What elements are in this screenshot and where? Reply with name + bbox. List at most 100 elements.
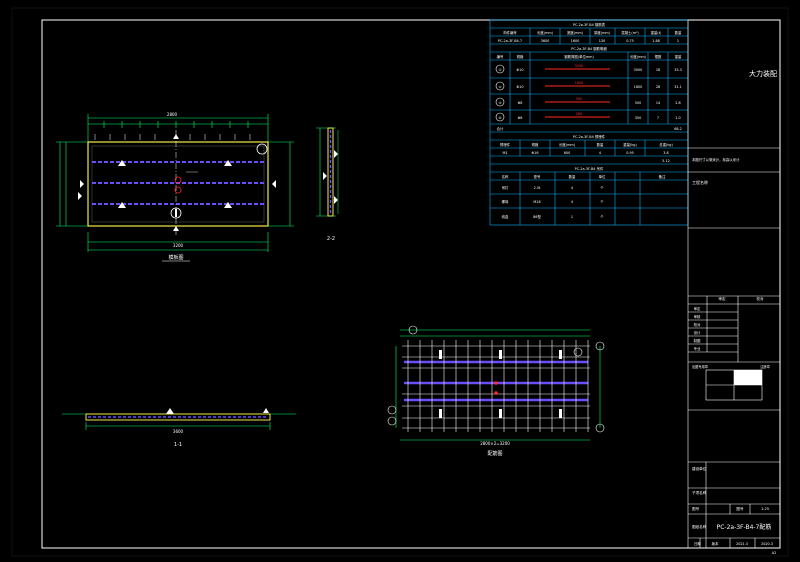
table-rows2-2-c4: 500	[635, 101, 641, 105]
table-rows2-0-c1: ①	[498, 68, 501, 72]
table-rows2-1-c3: 1600	[575, 81, 584, 85]
plan-dim-bottom: 3200	[173, 243, 184, 248]
table-head2-c3: 钢筋简图(单位mm)	[564, 54, 594, 59]
role-3: 设计	[694, 330, 701, 335]
table-title-1: PC-2a-3F-B4 钢筋表	[573, 22, 606, 27]
table-rows4-2-c1: 线盒	[502, 214, 509, 219]
table-rows4-0-c1: 吊钉	[502, 185, 509, 190]
footer-date: 2021.3	[736, 542, 748, 546]
stamp-label: 出图专用章	[692, 364, 709, 369]
table-rows2-2-c1: ③	[498, 101, 501, 105]
table-row3-c2: Φ16	[532, 151, 539, 155]
table-row1-c6: 1.88	[652, 39, 660, 43]
drawing-title: PC-2a-3F-B4-7配筋	[717, 523, 772, 531]
table-row1-c5: 0.75	[626, 39, 634, 43]
project-label: 工程名称	[692, 179, 708, 185]
review-label: 审定	[718, 296, 726, 301]
table-rows2-0-c4: 3000	[634, 68, 643, 72]
section-2-2-label: 2-2	[327, 236, 335, 242]
table-head2-c5: 根数	[655, 54, 662, 59]
table-rows2-0-c2: Φ10	[517, 68, 524, 72]
table-rows4-1-c3: 4	[571, 200, 573, 204]
section-11-dim: 3600	[173, 429, 184, 434]
company-name: 大力装配	[749, 69, 777, 78]
table-rows2-3-c2: Φ8	[518, 116, 523, 120]
table-total-label: 合计	[497, 126, 504, 131]
slab-outline	[87, 141, 269, 227]
table-head4-c3: 数量	[569, 174, 576, 179]
sheet-border	[11, 7, 789, 557]
table-rows4-0-c4: 个	[600, 185, 604, 190]
section-1-1-label: 1-1	[174, 442, 182, 448]
scale-label: 注册章	[760, 364, 770, 369]
table-title-2: PC-2a-3F-B4 钢筋明细	[571, 46, 607, 51]
table-row1-c2: 3600	[541, 39, 550, 43]
drawing-no: 1:25	[761, 507, 769, 511]
table-head3-c4: 数量	[597, 142, 604, 147]
table-rows2-2-c3: 350	[576, 97, 582, 101]
table-rows2-1-c4: 1800	[634, 85, 643, 89]
table-rows4-1-c1: 螺母	[502, 199, 509, 204]
table-rows4-2-c3: 1	[571, 215, 573, 219]
stamp-fill	[734, 370, 762, 385]
table-rows2-3-c6: 1.0	[675, 116, 680, 120]
section-2-2: 2-2	[316, 127, 339, 242]
footer-ver-label: 版本	[712, 541, 719, 546]
table-head2-c2: 规格	[517, 54, 524, 59]
role-2: 校对	[694, 322, 701, 327]
table-rows4-1-c2: M16	[533, 200, 540, 204]
plan-view-label: 模板图	[168, 254, 183, 261]
outer-frame	[41, 19, 781, 549]
table-rows4-0-c2: 2.5t	[534, 186, 541, 190]
table-head1-c1: 构件编号	[503, 30, 517, 35]
table-head1-c5: 混凝土(m³)	[621, 30, 639, 35]
role-0: 审定	[694, 306, 701, 311]
plan-dim-top: 2800	[167, 112, 178, 117]
footer-sheet: 2020.3	[761, 542, 773, 546]
table-row3-c1: M1	[502, 151, 507, 155]
table-head1-c2: 长度(mm)	[537, 30, 554, 35]
table-head1-c6: 重量(t)	[651, 30, 662, 35]
drawing-no-mid: 图号	[736, 506, 744, 511]
table-head4-c5: 备注	[659, 174, 666, 179]
table-row3-c5: 0.95	[626, 151, 634, 155]
table-head3-c6: 总重(kg)	[659, 142, 673, 147]
rebar-dim: 2800×2=3200	[480, 441, 510, 446]
table-head1-c7: 数量	[675, 30, 682, 35]
footer-date-label: 日期	[694, 541, 701, 546]
table-rows2-1-c5: 28	[656, 85, 660, 89]
table-head4-c1: 名称	[502, 174, 509, 179]
table-head1-c3: 宽度(mm)	[567, 30, 584, 35]
table-row1-c1: PC-2a-3F-B4-7	[498, 39, 522, 43]
table-total-value: 68.2	[674, 127, 682, 131]
table-row1-c4: 130	[599, 39, 605, 43]
table-rows2-2-c6: 2.8	[675, 101, 680, 105]
table-head2-c1: 编号	[497, 54, 504, 59]
table-rows2-3-c5: 7	[657, 116, 659, 120]
table-head3-c1: 预埋件	[500, 142, 511, 147]
table-row1-c7: 1	[677, 39, 679, 43]
page-corner: A2	[772, 551, 776, 555]
table-rows2-0-c3: 3200	[575, 64, 584, 68]
rebar-table	[489, 19, 689, 226]
table-rows2-3-c4: 350	[635, 116, 641, 120]
table-rows2-1-c2: Φ10	[517, 85, 524, 89]
table-rows2-1-c1: ②	[498, 85, 501, 89]
rebar-view-label: 配筋图	[487, 450, 502, 457]
table-rows4-1-c4: 个	[600, 199, 604, 204]
subproject-label: 子项名称	[692, 490, 707, 495]
owner-label: 建设单位	[692, 466, 707, 471]
table-head1-c4: 厚度(mm)	[594, 30, 611, 35]
table-rows2-3-c3: 280	[576, 112, 582, 116]
table-head2-c4: 长度(mm)	[630, 54, 647, 59]
rebar-view: 2800×2=3200 配筋图	[387, 325, 605, 457]
role-5: 专业	[694, 346, 701, 351]
table-rows4-2-c4: 个	[600, 214, 604, 219]
table-row3b-c6: 5.12	[662, 159, 670, 163]
table-rows4-0-c3: 4	[571, 186, 573, 190]
table-rows2-0-c6: 33.3	[674, 68, 682, 72]
table-rows2-2-c5: 14	[656, 101, 660, 105]
table-head4-c4: 单位	[599, 174, 606, 179]
note-1: 本图尺寸以毫米计，标高以米计	[692, 157, 740, 162]
